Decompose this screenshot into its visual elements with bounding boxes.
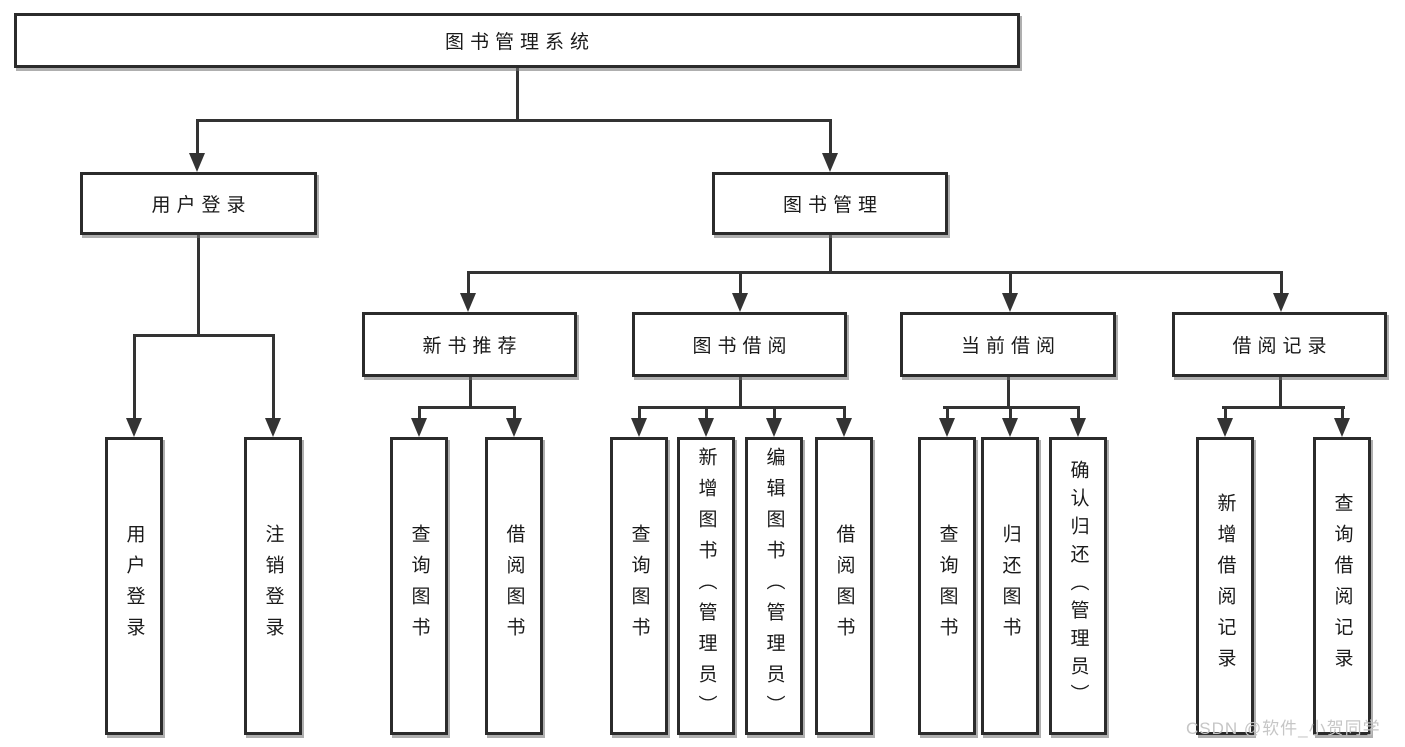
- connector-line: [1341, 406, 1344, 426]
- node-label: 当前借阅: [960, 336, 1061, 357]
- connector-line: [418, 406, 421, 426]
- node-label: 借阅记录: [1232, 336, 1333, 357]
- arrow-down-icon: [1217, 418, 1233, 437]
- arrow-down-icon: [766, 418, 782, 437]
- arrow-down-icon: [822, 153, 838, 172]
- connector-line: [638, 406, 846, 409]
- arrow-down-icon: [939, 418, 955, 437]
- leaf-return-book: 归还图书: [981, 437, 1039, 735]
- connector-line: [739, 271, 742, 299]
- connector-line: [1007, 377, 1010, 409]
- node-new-book-recommend: 新书推荐: [362, 312, 577, 377]
- connector-line: [418, 406, 515, 409]
- node-label: 用户登录: [151, 195, 252, 216]
- node-borrow-records: 借阅记录: [1172, 312, 1387, 377]
- leaf-edit-book-admin: 编辑图书（管理员）: [745, 437, 803, 735]
- node-book-borrow: 图书借阅: [632, 312, 847, 377]
- connector-line: [1009, 271, 1012, 299]
- leaf-label: 注销登录: [262, 524, 284, 648]
- leaf-label: 查询图书: [628, 524, 650, 648]
- connector-line: [773, 406, 776, 426]
- connector-line: [946, 406, 949, 426]
- node-label: 图书管理: [782, 195, 883, 216]
- leaf-label: 新增图书（管理员）: [695, 446, 717, 726]
- arrow-down-icon: [732, 293, 748, 312]
- connector-line: [1009, 406, 1012, 426]
- arrow-down-icon: [698, 418, 714, 437]
- leaf-label: 用户登录: [123, 524, 145, 648]
- arrow-down-icon: [1002, 418, 1018, 437]
- leaf-label: 编辑图书（管理员）: [763, 446, 785, 726]
- leaf-user-login: 用户登录: [105, 437, 163, 735]
- leaf-query-books: 查询图书: [390, 437, 448, 735]
- leaf-label: 新增借阅记录: [1214, 493, 1236, 679]
- connector-line: [516, 68, 519, 122]
- leaf-label: 查询借阅记录: [1331, 493, 1353, 679]
- leaf-query-books-borrow: 查询图书: [610, 437, 668, 735]
- arrow-down-icon: [126, 418, 142, 437]
- arrow-down-icon: [411, 418, 427, 437]
- connector-line: [469, 377, 472, 409]
- leaf-add-book-admin: 新增图书（管理员）: [677, 437, 735, 735]
- connector-line: [467, 271, 470, 299]
- leaf-label: 归还图书: [999, 524, 1021, 648]
- leaf-logout: 注销登录: [244, 437, 302, 735]
- node-label: 新书推荐: [422, 336, 523, 357]
- arrow-down-icon: [265, 418, 281, 437]
- connector-line: [513, 406, 516, 426]
- arrow-down-icon: [1334, 418, 1350, 437]
- arrow-down-icon: [1070, 418, 1086, 437]
- node-user-login: 用户登录: [80, 172, 317, 235]
- connector-line: [133, 334, 275, 337]
- connector-line: [197, 235, 200, 336]
- arrow-down-icon: [460, 293, 476, 312]
- node-root: 图书管理系统: [14, 13, 1020, 68]
- connector-line: [829, 235, 832, 273]
- node-current-borrow: 当前借阅: [900, 312, 1116, 377]
- connector-line: [739, 377, 742, 409]
- arrow-down-icon: [189, 153, 205, 172]
- arrow-down-icon: [631, 418, 647, 437]
- csdn-watermark: CSDN @软件_小贺同学: [1186, 719, 1381, 738]
- leaf-label: 查询图书: [408, 524, 430, 648]
- connector-line: [1224, 406, 1227, 426]
- leaf-label: 查询图书: [936, 524, 958, 648]
- connector-line: [467, 271, 1283, 274]
- leaf-confirm-return-admin: 确认归还（管理员）: [1049, 437, 1107, 735]
- leaf-label: 借阅图书: [503, 524, 525, 648]
- arrow-down-icon: [1273, 293, 1289, 312]
- leaf-add-borrow-record: 新增借阅记录: [1196, 437, 1254, 735]
- node-label: 图书借阅: [692, 336, 793, 357]
- connector-line: [1280, 271, 1283, 299]
- connector-line: [829, 119, 832, 159]
- leaf-query-books-current: 查询图书: [918, 437, 976, 735]
- connector-line: [272, 334, 275, 422]
- connector-line: [843, 406, 846, 426]
- connector-line: [638, 406, 641, 426]
- node-book-management: 图书管理: [712, 172, 948, 235]
- connector-line: [196, 119, 199, 159]
- leaf-borrow-books: 借阅图书: [485, 437, 543, 735]
- connector-line: [196, 119, 832, 122]
- connector-line: [1279, 377, 1282, 409]
- leaf-borrow-book: 借阅图书: [815, 437, 873, 735]
- connector-line: [133, 334, 136, 422]
- leaf-label: 借阅图书: [833, 524, 855, 648]
- connector-line: [1222, 406, 1345, 409]
- arrow-down-icon: [1002, 293, 1018, 312]
- connector-line: [705, 406, 708, 426]
- connector-line: [1077, 406, 1080, 426]
- leaf-label: 确认归还（管理员）: [1067, 460, 1089, 712]
- arrow-down-icon: [836, 418, 852, 437]
- node-label: 图书管理系统: [444, 32, 595, 53]
- arrow-down-icon: [506, 418, 522, 437]
- leaf-query-borrow-record: 查询借阅记录: [1313, 437, 1371, 735]
